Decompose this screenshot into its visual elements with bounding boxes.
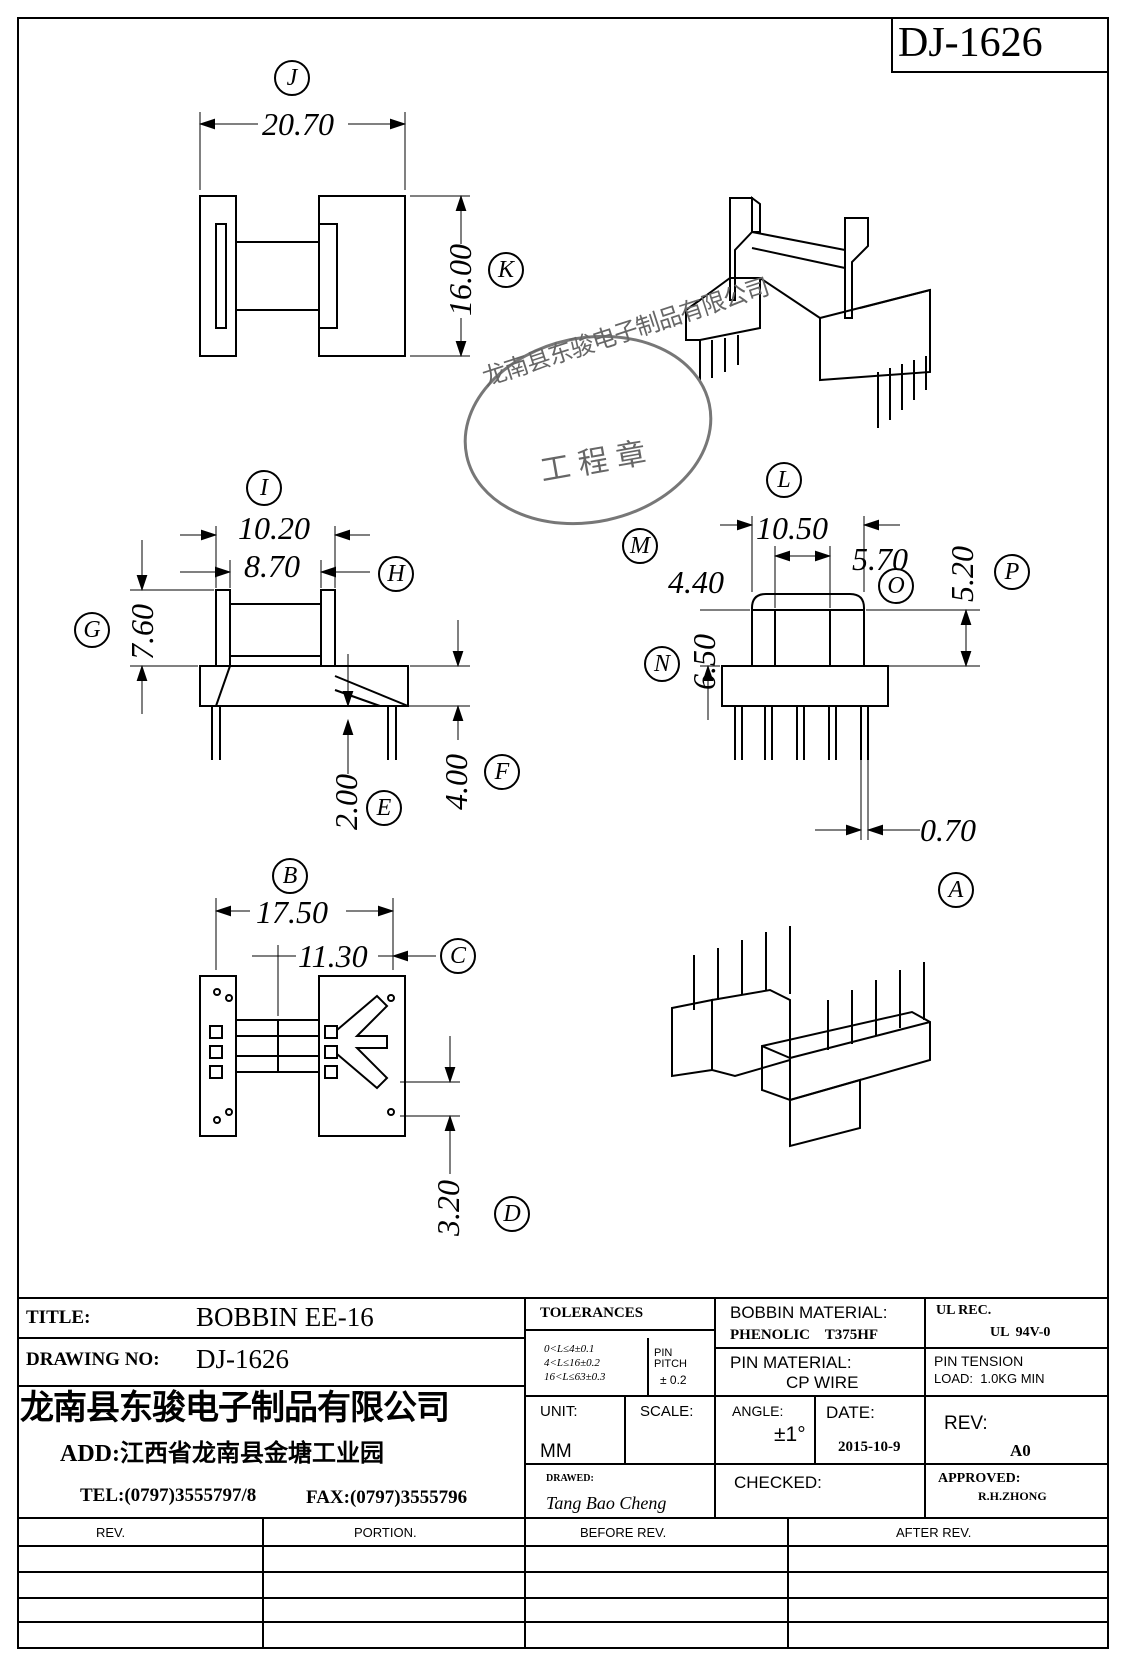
unit-label: UNIT: [540,1403,578,1420]
ul-label: UL REC. [936,1303,992,1318]
dim-value-c: 11.30 [298,938,368,974]
rev-label: REV: [944,1413,988,1434]
iso-view-top [685,196,931,428]
dim-letter-d: D [494,1196,530,1232]
dim-letter-b: B [272,858,308,894]
dim-value-m: 4.40 [668,564,724,600]
dim-value-i: 10.20 [238,510,310,546]
dim-value-b: 17.50 [256,894,328,930]
approved-label: APPROVED: [938,1471,1021,1486]
rev-table-header-portion: PORTION. [354,1525,417,1540]
dim-value-e: 2.00 [328,774,364,830]
bottom-view [199,898,460,1174]
top-view [198,112,470,358]
bobbin-material-label: BOBBIN MATERIAL: [730,1303,888,1322]
company-tel: TEL:(0797)3555797/8 [80,1485,257,1506]
tolerance-2: 4<L≤16±0.2 [544,1357,600,1369]
scale-label: SCALE: [640,1403,694,1420]
pin-pitch-value: ± 0.2 [660,1373,687,1387]
pin-material-label: PIN MATERIAL: [730,1353,852,1372]
title-label: TITLE: [26,1307,91,1328]
rev-table-header-rev: REV. [96,1525,126,1540]
dim-value-k: 16.00 [442,244,478,316]
dim-value-l: 10.50 [756,510,828,546]
dim-value-j: 20.70 [262,106,334,142]
unit-value: MM [540,1441,572,1462]
company-name: 龙南县东骏电子制品有限公司 [20,1390,450,1427]
pin-tension-label: PIN TENSION [934,1353,1024,1369]
page-border [17,17,1109,1649]
dim-letter-a: A [938,872,974,908]
front-view [130,526,470,774]
angle-value: ±1° [774,1423,806,1446]
dim-letter-h: H [378,556,414,592]
angle-label: ANGLE: [732,1403,784,1419]
side-view [700,516,980,840]
iso-view-bottom [671,926,931,1148]
dim-letter-f: F [484,754,520,790]
company-fax: FAX:(0797)3555796 [306,1487,468,1508]
pin-material-value: CP WIRE [786,1373,859,1392]
dim-value-a: 0.70 [920,812,976,848]
pin-pitch-label: PIN PITCH [654,1347,687,1370]
ul-value: UL 94V-0 [990,1325,1051,1340]
approved-value: R.H.ZHONG [978,1489,1047,1503]
dim-letter-k: K [488,252,524,288]
dim-letter-m: M [622,528,658,564]
drawing-code: DJ-1626 [898,20,1043,66]
dim-value-p: 5.20 [944,546,980,602]
drawn-value: Tang Bao Cheng [546,1493,667,1513]
checked-label: CHECKED: [734,1473,822,1492]
tolerance-1: 0<L≤4±0.1 [544,1343,595,1355]
tolerances-label: TOLERANCES [540,1305,644,1321]
dim-letter-j: J [274,60,310,96]
dim-letter-e: E [366,790,402,826]
dim-value-d: 3.20 [430,1180,466,1236]
title-value: BOBBIN EE-16 [196,1302,374,1332]
dim-value-h: 8.70 [244,548,300,584]
company-address: ADD:江西省龙南县金塘工业园 [60,1441,384,1467]
dim-letter-n: N [644,646,680,682]
drawn-label: DRAWED: [546,1473,594,1484]
date-value: 2015-10-9 [838,1439,901,1455]
pin-tension-value: LOAD: 1.0KG MIN [934,1371,1045,1386]
title-block-grid [18,1297,1108,1648]
rev-table-header-before: BEFORE REV. [580,1525,667,1540]
bobbin-material-value: PHENOLIC T375HF [730,1327,879,1343]
drawing-no-value: DJ-1626 [196,1344,289,1374]
dim-letter-c: C [440,938,476,974]
tolerance-3: 16<L≤63±0.3 [544,1371,606,1383]
rev-table-header-after: AFTER REV. [896,1525,972,1540]
rev-value: A0 [1010,1441,1031,1460]
dim-letter-g: G [74,612,110,648]
dim-value-n: 6.50 [686,634,722,690]
dim-letter-i: I [246,470,282,506]
dim-value-f: 4.00 [438,754,474,810]
dim-letter-o: O [878,568,914,604]
dim-letter-l: L [766,462,802,498]
engineering-stamp: 龙南县东骏电子制品有限公司 工 程 章 [458,274,772,530]
dim-value-g: 7.60 [124,604,160,660]
dim-letter-p: P [994,554,1030,590]
date-label: DATE: [826,1403,875,1422]
drawing-no-label: DRAWING NO: [26,1349,160,1370]
drawing-code-box [891,17,1109,73]
